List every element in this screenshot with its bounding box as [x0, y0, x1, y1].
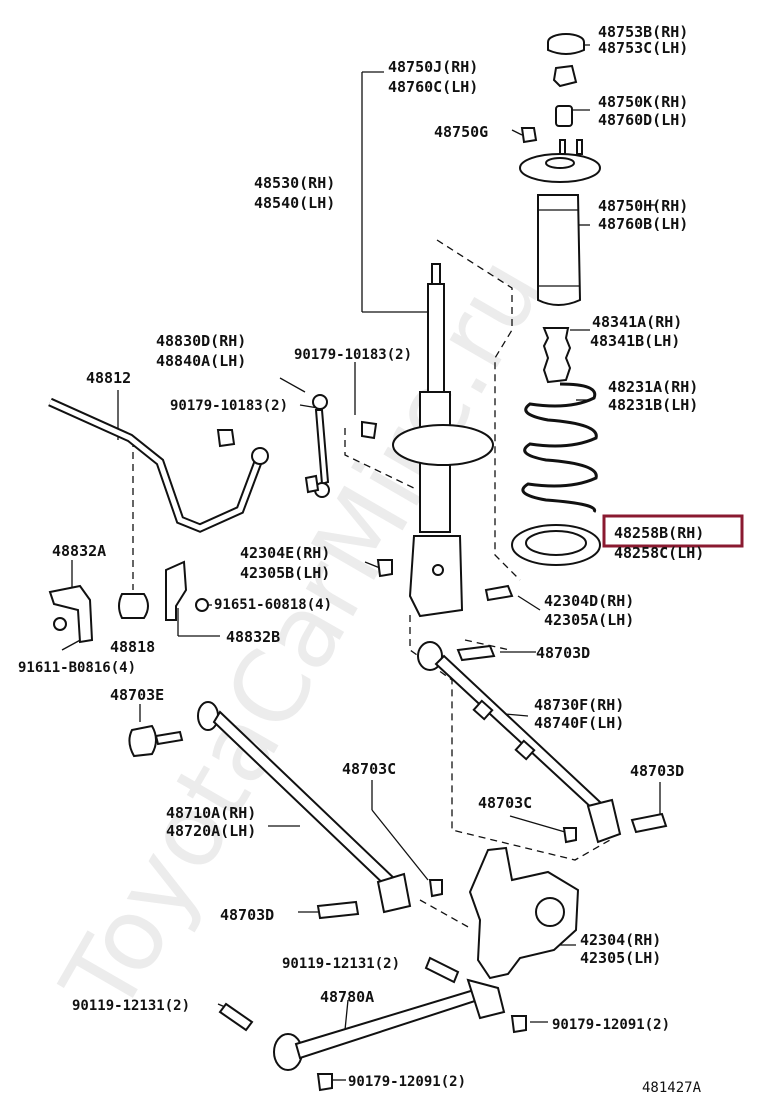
label-48740f[interactable]: 48740F(LH) [534, 714, 624, 732]
upper-cap-part [547, 33, 585, 55]
bracket-48832b-part [165, 560, 209, 621]
label-48703c-a[interactable]: 48703C [342, 760, 396, 778]
label-48540[interactable]: 48540(LH) [254, 194, 335, 212]
nut-part [552, 64, 578, 88]
coil-spring-part [521, 382, 598, 513]
label-48720a[interactable]: 48720A(LH) [166, 822, 256, 840]
label-91651-60818[interactable]: 91651-60818(4) [214, 597, 332, 613]
label-48703c-b[interactable]: 48703C [478, 794, 532, 812]
label-48760b[interactable]: 48760B(LH) [598, 215, 688, 233]
label-48780a[interactable]: 48780A [320, 988, 374, 1006]
nut-48750g-part [520, 127, 538, 144]
highlight-box [602, 514, 744, 548]
label-48832b[interactable]: 48832B [226, 628, 280, 646]
nut-48703c-right-part [562, 827, 577, 844]
label-48840a[interactable]: 48840A(LH) [156, 352, 246, 370]
figure-code: 481427A [642, 1080, 702, 1096]
label-48703d-a[interactable]: 48703D [536, 644, 590, 662]
label-42304e[interactable]: 42304E(RH) [240, 544, 330, 562]
label-48750h[interactable]: 48750H(RH) [598, 197, 688, 215]
label-90119-12131-b[interactable]: 90119-12131(2) [72, 998, 190, 1014]
bushing-48818-part [118, 593, 149, 619]
label-48231a[interactable]: 48231A(RH) [608, 378, 698, 396]
bushing-48703e-part [128, 724, 184, 758]
label-42304d[interactable]: 42304D(RH) [544, 592, 634, 610]
label-48341b[interactable]: 48341B(LH) [590, 332, 680, 350]
label-48258b[interactable]: 48258B(RH) [614, 524, 704, 542]
label-48703d-b[interactable]: 48703D [630, 762, 684, 780]
nut-48703c-middle-part [428, 879, 443, 898]
label-48753c[interactable]: 48753C(LH) [598, 39, 688, 57]
label-91611-b0816[interactable]: 91611-B0816(4) [18, 660, 136, 676]
dust-boot-part [537, 194, 582, 306]
label-42304[interactable]: 42304(RH) [580, 931, 661, 949]
label-48818[interactable]: 48818 [110, 638, 155, 656]
label-48753b[interactable]: 48753B(RH) [598, 23, 688, 41]
label-48760d[interactable]: 48760D(LH) [598, 111, 688, 129]
label-48341a[interactable]: 48341A(RH) [592, 313, 682, 331]
label-90179-12091-b[interactable]: 90179-12091(2) [348, 1074, 466, 1090]
stabilizer-nuts-part [216, 420, 378, 494]
label-48750k[interactable]: 48750K(RH) [598, 93, 688, 111]
part-labels: 48753B(RH) 48753C(LH) 48750J(RH) 48760C(… [18, 23, 704, 1096]
label-48760c[interactable]: 48760C(LH) [388, 78, 478, 96]
label-48830d[interactable]: 48830D(RH) [156, 332, 246, 350]
knuckle-42304-part [468, 846, 580, 980]
label-48750g[interactable]: 48750G [434, 123, 488, 141]
label-42305a[interactable]: 42305A(LH) [544, 611, 634, 629]
bolt-90119-upper-part [424, 956, 460, 984]
bolt-42304d-part [484, 584, 514, 602]
label-48703e[interactable]: 48703E [110, 686, 164, 704]
upper-bushing-part [555, 105, 573, 127]
label-90179-12091-a[interactable]: 90179-12091(2) [552, 1017, 670, 1033]
spring-seat-part [511, 524, 601, 566]
label-48750j[interactable]: 48750J(RH) [388, 58, 478, 76]
label-48258c[interactable]: 48258C(LH) [614, 544, 704, 562]
control-arm-48710a-part [197, 701, 412, 914]
label-48832a[interactable]: 48832A [52, 542, 106, 560]
lateral-link-48730f-part [417, 641, 622, 844]
label-90119-12131-a[interactable]: 90119-12131(2) [282, 956, 400, 972]
bump-stopper-part [542, 327, 572, 384]
nut-90179-12091-lower-part [316, 1073, 333, 1092]
nut-90179-12091-upper-part [510, 1015, 527, 1034]
bolt-48703d-lower-part [316, 900, 360, 920]
bolt-90119-lower-part [218, 1002, 254, 1032]
label-42305[interactable]: 42305(LH) [580, 949, 661, 967]
bolt-48703d-upper-part [456, 644, 496, 662]
label-48730f[interactable]: 48730F(RH) [534, 696, 624, 714]
label-48231b[interactable]: 48231B(LH) [608, 396, 698, 414]
trailing-arm-48780a-part [273, 978, 506, 1071]
label-42305b[interactable]: 42305B(LH) [240, 564, 330, 582]
bolt-48703d-right-part [630, 812, 668, 834]
label-90179-10183-a[interactable]: 90179-10183(2) [294, 347, 412, 363]
strut-mount-part [519, 139, 601, 183]
label-48530[interactable]: 48530(RH) [254, 174, 335, 192]
stabilizer-bar-part [48, 397, 269, 533]
label-48812[interactable]: 48812 [86, 369, 131, 387]
nut-42304e-part [376, 559, 393, 578]
bracket-48832a-part [48, 584, 94, 644]
label-90179-10183-b[interactable]: 90179-10183(2) [170, 398, 288, 414]
label-48703d-c[interactable]: 48703D [220, 906, 274, 924]
dashed-alignment-lines [132, 239, 611, 929]
shock-absorber-part [392, 263, 494, 618]
label-48710a[interactable]: 48710A(RH) [166, 804, 256, 822]
